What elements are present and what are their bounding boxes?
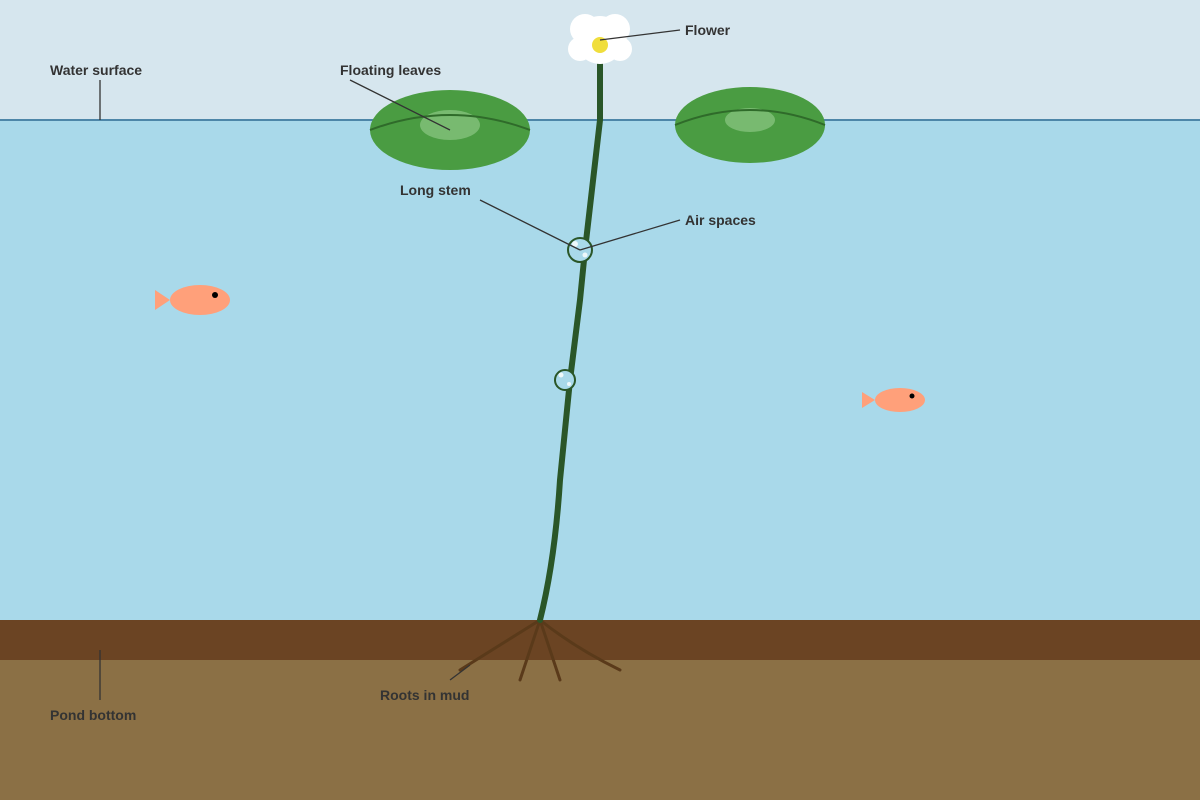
leader-lines xyxy=(99,29,681,700)
roots xyxy=(458,618,622,682)
label-pond-bottom: Pond bottom xyxy=(50,707,136,723)
label-water-surface: Water surface xyxy=(50,62,142,78)
fish-right xyxy=(862,388,925,412)
label-long-stem: Long stem xyxy=(400,182,471,198)
fish-left xyxy=(155,285,230,315)
floating-leaf-right xyxy=(674,87,826,163)
lily-flower xyxy=(568,14,632,64)
flower-center xyxy=(592,37,608,53)
air-space-bubble xyxy=(554,369,576,391)
label-air-spaces: Air spaces xyxy=(685,212,756,228)
pond-bottom-mud xyxy=(0,660,1200,800)
long-stem xyxy=(537,57,603,623)
label-flower: Flower xyxy=(685,22,731,38)
mud-top-layer xyxy=(0,620,1200,660)
label-floating-leaves: Floating leaves xyxy=(340,62,441,78)
water-region xyxy=(0,120,1200,620)
label-roots-in-mud: Roots in mud xyxy=(380,687,469,703)
